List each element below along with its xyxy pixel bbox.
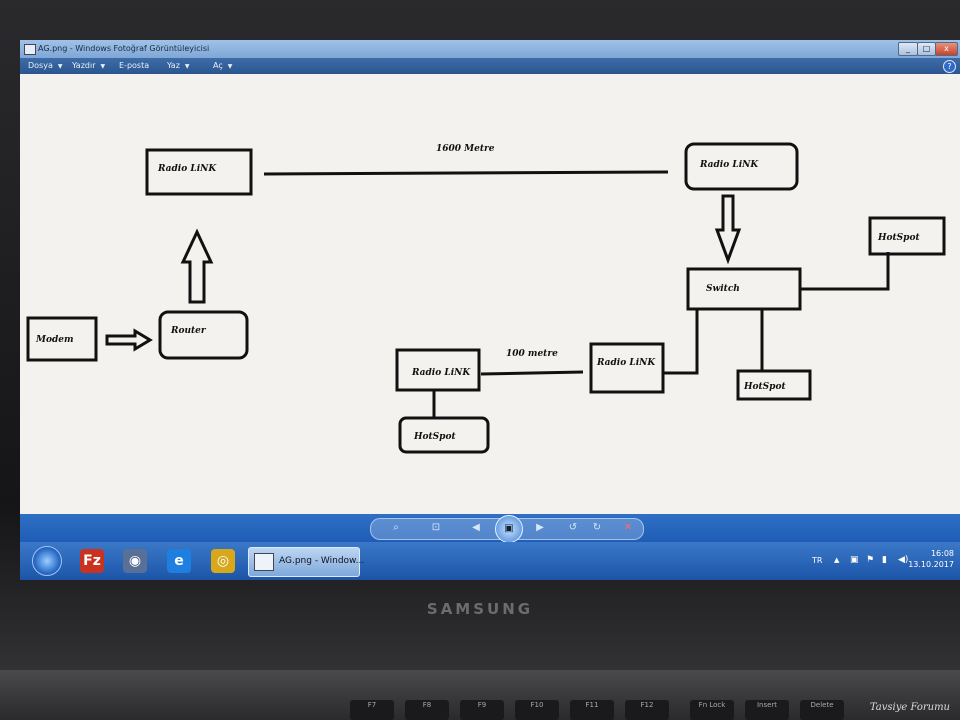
label-hotspot-right: HotSpot — [877, 233, 920, 243]
link-line-1600 — [263, 170, 669, 176]
link-line-switch-hotspot-right — [800, 252, 890, 291]
delete-icon[interactable]: ✕ — [623, 522, 633, 533]
chevron-down-icon: ▼ — [57, 63, 63, 70]
internet-explorer-icon[interactable]: e — [167, 549, 191, 573]
network-globe-icon[interactable]: ◉ — [123, 549, 147, 573]
network-diagram: Modem Router Radio LiNK 1600 Metre Radio… — [26, 142, 946, 454]
watermark: Tavsiye Forumu — [869, 702, 950, 713]
label-radio-link-bottom: Radio LiNK — [411, 368, 471, 378]
start-button[interactable] — [32, 546, 62, 576]
device-icon[interactable]: ▣ — [850, 555, 859, 565]
image-viewer-canvas: Modem Router Radio LiNK 1600 Metre Radio… — [20, 74, 960, 514]
link-line-100 — [480, 370, 584, 376]
hotspot-bottom-right-box — [736, 369, 812, 401]
modem-box — [26, 316, 98, 362]
hotspot-right-box — [868, 216, 946, 256]
screen: AG.png - Windows Fotoğraf Görüntüleyicis… — [20, 40, 960, 580]
menu-ac[interactable]: Aç▼ — [213, 61, 233, 70]
radio-link-top-right-box — [684, 142, 799, 191]
chevron-down-icon: ▼ — [184, 63, 190, 70]
keyboard-key: F12 — [625, 700, 669, 720]
label-hotspot-bottom-right: HotSpot — [743, 382, 786, 392]
label-distance-100: 100 metre — [506, 349, 558, 359]
label-modem: Modem — [35, 335, 74, 345]
keyboard-key: F7 — [350, 700, 394, 720]
arrow-down-icon — [714, 194, 742, 265]
image-icon — [254, 553, 274, 571]
menu-yazdir[interactable]: Yazdır▼ — [72, 61, 106, 70]
viewer-toolbar: ⌕ ⊡ ◀ ▣ ▶ ↺ ↻ ✕ — [20, 514, 960, 543]
help-icon[interactable]: ? — [943, 60, 956, 73]
link-line-switch-radio-mid — [664, 309, 699, 375]
label-radio-link-left: Radio LiNK — [157, 164, 217, 174]
window-title: AG.png - Windows Fotoğraf Görüntüleyicis… — [38, 44, 210, 53]
minimize-button[interactable]: _ — [898, 42, 918, 56]
keyboard-key: F10 — [515, 700, 559, 720]
zoom-icon[interactable]: ⌕ — [393, 522, 399, 533]
keyboard-key: Insert — [745, 700, 789, 720]
photo-viewer-app-icon — [24, 44, 36, 55]
radio-link-left-box — [145, 148, 253, 196]
menu-yaz[interactable]: Yaz▼ — [167, 61, 190, 70]
maximize-button[interactable]: □ — [917, 42, 936, 56]
menu-eposta[interactable]: E-posta — [119, 61, 150, 70]
keyboard-key: F9 — [460, 700, 504, 720]
filezilla-icon[interactable]: Fz — [80, 549, 104, 573]
next-icon[interactable]: ▶ — [536, 522, 544, 533]
menu-bar: Dosya▼ Yazdır▼ E-posta Yaz▼ Aç▼ ? — [20, 58, 960, 74]
actual-size-icon[interactable]: ⊡ — [431, 522, 441, 533]
keyboard-key: Fn Lock — [690, 700, 734, 720]
arrow-right-icon — [105, 328, 153, 352]
laptop-brand-logo: SAMSUNG — [426, 600, 534, 618]
flag-icon[interactable]: ⚑ — [866, 555, 875, 565]
rotate-left-icon[interactable]: ↺ — [568, 522, 578, 533]
label-distance-1600: 1600 Metre — [436, 144, 495, 154]
keyboard-key: Delete — [800, 700, 844, 720]
hotspot-bottom-left-box — [398, 416, 490, 454]
chrome-icon[interactable]: ◎ — [211, 549, 235, 573]
taskbar: Fz ◉ e ◎ AG.png - Window... TR ▲ ▣ ⚑ ▮ ◀… — [20, 542, 960, 580]
network-icon[interactable]: ▮ — [882, 555, 887, 565]
previous-icon[interactable]: ◀ — [472, 522, 480, 533]
chevron-down-icon: ▼ — [100, 63, 106, 70]
router-box — [158, 310, 249, 360]
label-radio-link-top-right: Radio LiNK — [699, 160, 759, 170]
arrow-up-icon — [180, 228, 214, 304]
close-button[interactable]: x — [935, 42, 958, 56]
taskbar-photo-viewer-button[interactable]: AG.png - Window... — [248, 547, 364, 577]
radio-link-mid-box — [589, 342, 665, 394]
keyboard-key: F11 — [570, 700, 614, 720]
menu-dosya[interactable]: Dosya▼ — [28, 61, 63, 70]
label-radio-link-mid: Radio LiNK — [596, 358, 656, 368]
label-router: Router — [170, 326, 207, 336]
show-hidden-icons-icon[interactable]: ▲ — [834, 556, 840, 564]
chevron-down-icon: ▼ — [227, 63, 233, 70]
keyboard-key: F8 — [405, 700, 449, 720]
label-hotspot-bottom-left: HotSpot — [413, 432, 456, 442]
keyboard: F7 F8 F9 F10 F11 F12 Fn Lock Insert Dele… — [0, 670, 960, 720]
label-switch: Switch — [706, 284, 740, 294]
radio-link-bottom-box — [395, 348, 481, 392]
rotate-right-icon[interactable]: ↻ — [592, 522, 602, 533]
volume-icon[interactable]: ◀) — [898, 555, 909, 565]
window-title-bar[interactable]: AG.png - Windows Fotoğraf Görüntüleyicis… — [20, 40, 960, 58]
language-indicator[interactable]: TR — [812, 556, 823, 565]
switch-box — [686, 267, 802, 311]
taskbar-window-label: AG.png - Window... — [279, 556, 365, 566]
slideshow-button[interactable]: ▣ — [495, 515, 523, 543]
